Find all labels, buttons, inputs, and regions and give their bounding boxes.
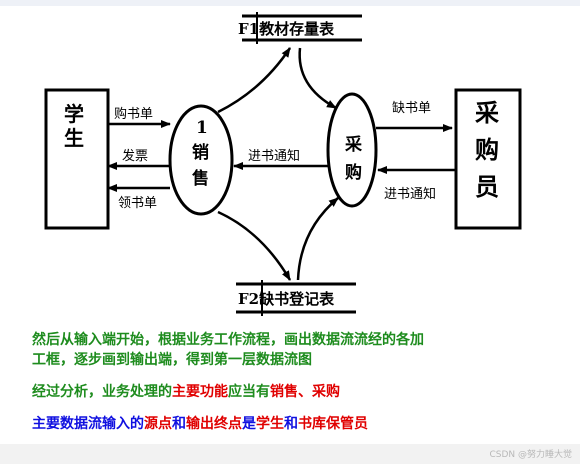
note-2-f1: 销售 — [270, 384, 298, 400]
purchase-ellipse — [326, 92, 378, 208]
note-3-b: 源点 — [144, 416, 172, 432]
note-3-a: 主要数据流输入的 — [32, 416, 144, 432]
purchaser-char-2: 购 — [475, 135, 499, 164]
note-line-1a: 然后从输入端开始，根据业务工作流程，画出数据流流经的各加 — [32, 332, 424, 348]
note-line-2: 经过分析，业务处理的主要功能应当有销售、采购 — [32, 382, 340, 402]
arrow-sales-to-f1 — [217, 47, 292, 114]
note-3-f: 学生 — [256, 416, 284, 432]
data-flow-diagram: F1教材存量表 F2缺书登记表 学 生 采 购 员 1 销 售 — [44, 12, 522, 316]
student-char-1: 学 — [64, 102, 84, 126]
note-line-1b: 工框，逐步画到输出端，得到第一层数据流图 — [32, 352, 312, 368]
sales-char-2: 售 — [192, 168, 209, 189]
process-purchase: 采 购 — [326, 92, 378, 208]
note-2-f2: 采购 — [312, 384, 340, 400]
student-char-2: 生 — [64, 126, 84, 150]
store-f1-label: F1教材存量表 — [238, 20, 335, 38]
data-store-f2: F2缺书登记表 — [236, 280, 356, 316]
flow-label-invoice: 发票 — [122, 148, 148, 164]
arrow-f2-to-purchase — [296, 197, 339, 281]
external-entity-student: 学 生 — [44, 88, 110, 230]
flow-label-restock-mid: 进书通知 — [248, 148, 300, 164]
sales-char-1: 销 — [192, 142, 209, 163]
note-2-prefix: 经过分析，业务处理的 — [32, 384, 172, 400]
flow-label-pickup: 领书单 — [118, 196, 157, 211]
flow-label-order: 购书单 — [114, 106, 153, 122]
sales-number: 1 — [196, 118, 208, 138]
external-entity-purchaser: 采 购 员 — [454, 88, 522, 230]
purchase-char-2: 购 — [345, 162, 362, 183]
arrow-f1-to-purchase — [298, 47, 337, 110]
note-3-e: 是 — [242, 416, 256, 432]
purchaser-box — [454, 88, 522, 230]
note-3-c: 和 — [172, 416, 186, 432]
student-box — [44, 88, 110, 230]
arrow-sales-to-f2 — [217, 210, 292, 281]
note-2-mid: 应当有 — [228, 384, 270, 400]
flow-label-restock-right: 进书通知 — [384, 186, 436, 202]
purchase-char-1: 采 — [344, 135, 362, 155]
note-2-sep: 、 — [298, 384, 312, 400]
bottom-band — [0, 444, 580, 464]
note-line-3: 主要数据流输入的源点和输出终点是学生和书库保管员 — [32, 414, 368, 434]
note-3-h: 书库保管员 — [298, 416, 368, 432]
watermark: CSDN @努力睡大觉 — [489, 450, 572, 460]
purchaser-char-1: 采 — [475, 98, 499, 127]
note-3-g: 和 — [284, 416, 298, 432]
flow-label-shortage: 缺书单 — [392, 101, 431, 116]
data-store-f1: F1教材存量表 — [238, 12, 362, 44]
process-sales: 1 销 售 — [168, 104, 234, 216]
note-2-key: 主要功能 — [172, 384, 228, 400]
note-3-d: 输出终点 — [186, 416, 242, 432]
sales-ellipse — [168, 104, 234, 216]
store-f2-label: F2缺书登记表 — [238, 290, 335, 308]
top-band — [0, 0, 580, 6]
purchaser-char-3: 员 — [475, 172, 499, 201]
